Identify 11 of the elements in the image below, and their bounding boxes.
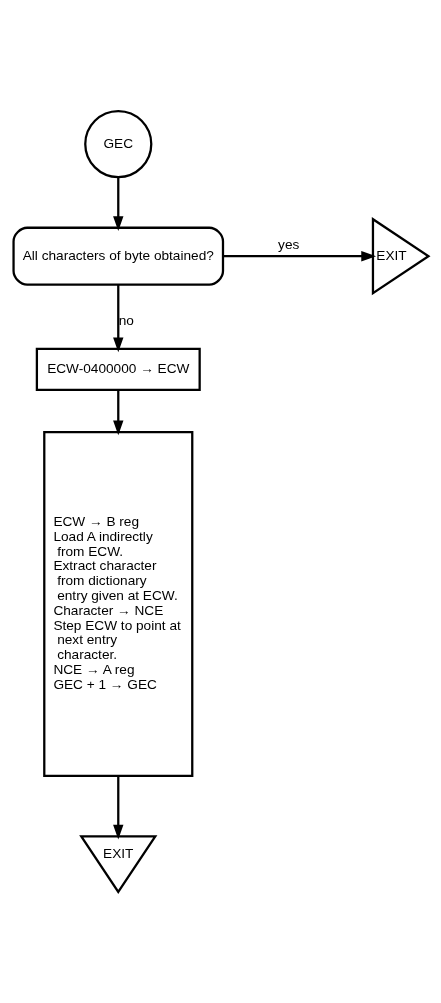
edge-label: yes xyxy=(277,236,299,252)
edge-label: no xyxy=(118,312,134,328)
node-box: ECW-0400000 → ECW xyxy=(35,347,201,392)
arrow xyxy=(112,177,123,232)
arrow xyxy=(112,776,123,840)
arrow xyxy=(222,251,376,262)
arrow xyxy=(112,284,123,353)
node-box: All characters of byte obtained? xyxy=(11,226,224,286)
node-box: ECW → B reg Load A indirectly from ECW. Extract character from dictionary entry given at ECW. Character → NCE Step ECW to point at next entry character. NCE → A reg GEC + 1 → GEC xyxy=(42,430,193,777)
node-circle: GEC xyxy=(83,109,152,179)
arrow xyxy=(112,390,123,436)
